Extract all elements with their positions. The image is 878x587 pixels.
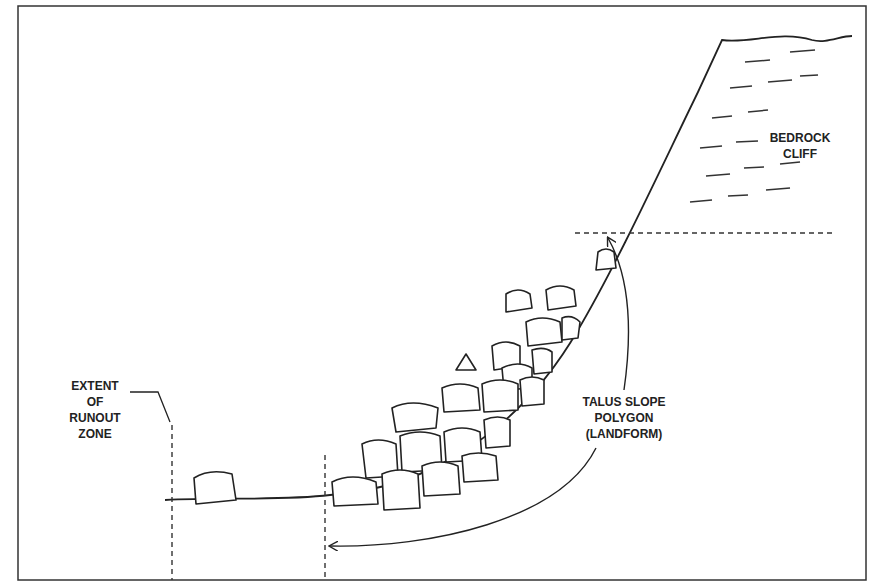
runout-limit-line	[171, 425, 172, 580]
annotation-label: BEDROCK CLIFF	[766, 130, 834, 162]
cliff-boundary-line	[575, 232, 835, 233]
leader-arrow	[330, 448, 596, 546]
slope-profile	[165, 36, 852, 500]
talus-toe-line	[324, 455, 325, 580]
frame-border	[18, 6, 866, 580]
leader-line	[130, 392, 170, 422]
leader-arrow	[608, 238, 628, 390]
annotation-label: TALUS SLOPE POLYGON (LANDFORM)	[566, 394, 682, 442]
bedrock-hatching	[690, 50, 818, 202]
talus-boulders	[194, 249, 616, 510]
annotation-label: EXTENT OF RUNOUT ZONE	[64, 378, 126, 442]
